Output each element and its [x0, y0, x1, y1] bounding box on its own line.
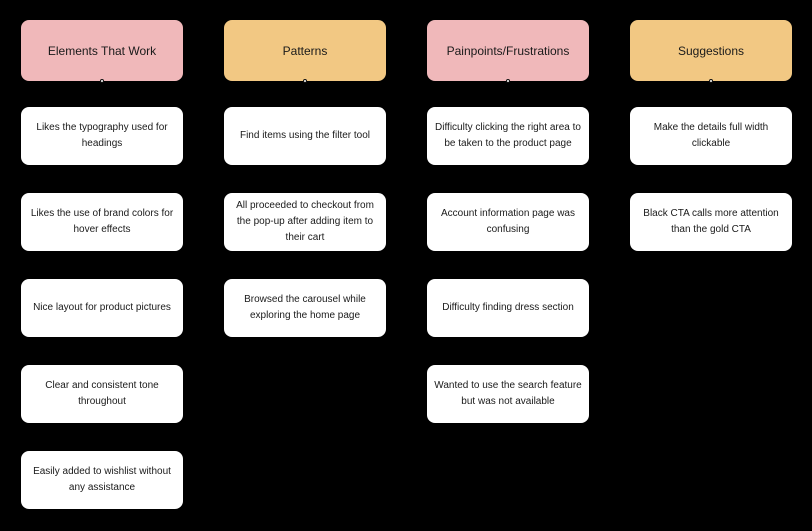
column-title: Painpoints/Frustrations	[446, 43, 570, 58]
card-text: Account information page was confusing	[441, 208, 575, 235]
sticky-card[interactable]: Account information page was confusing	[427, 193, 589, 251]
card-text: Nice layout for product pictures	[33, 302, 171, 313]
cards-list: Difficulty clicking the right area to be…	[427, 107, 589, 423]
card-text: Likes the use of brand colors for hover …	[30, 208, 174, 235]
card-text: Likes the typography used for headings	[36, 122, 168, 149]
column-header[interactable]: Elements That Work	[21, 20, 183, 83]
sticky-card[interactable]: Find items using the filter tool	[224, 107, 386, 165]
sticky-card[interactable]: Likes the typography used for headings	[21, 107, 183, 165]
sticky-card[interactable]: Black CTA calls more attention than the …	[630, 193, 792, 251]
connector-dot[interactable]	[100, 79, 104, 83]
card-text: Easily added to wishlist without any ass…	[33, 466, 171, 493]
column-title: Suggestions	[677, 43, 745, 58]
sticky-card[interactable]: Nice layout for product pictures	[21, 279, 183, 337]
sticky-card[interactable]: Browsed the carousel while exploring the…	[224, 279, 386, 337]
card-text: Black CTA calls more attention than the …	[643, 208, 779, 235]
sticky-card[interactable]: Difficulty clicking the right area to be…	[427, 107, 589, 165]
card-text: Difficulty finding dress section	[442, 302, 574, 313]
column-title: Elements That Work	[47, 43, 157, 58]
sticky-card[interactable]: Easily added to wishlist without any ass…	[21, 451, 183, 509]
card-text: Browsed the carousel while exploring the…	[244, 294, 366, 321]
card-text: Clear and consistent tone throughout	[45, 380, 159, 407]
card-text: Make the details full width clickable	[653, 122, 769, 149]
connector-dot[interactable]	[506, 79, 510, 83]
connector-dot[interactable]	[303, 79, 307, 83]
column-header[interactable]: Suggestions	[630, 20, 792, 83]
card-text: All proceeded to checkout from the pop-u…	[236, 200, 374, 243]
card-text: Wanted to use the search feature but was…	[434, 380, 582, 407]
connector-dot[interactable]	[709, 79, 713, 83]
sticky-card[interactable]: Wanted to use the search feature but was…	[427, 365, 589, 423]
card-text: Difficulty clicking the right area to be…	[435, 122, 581, 149]
sticky-card[interactable]: All proceeded to checkout from the pop-u…	[224, 193, 386, 251]
column-header[interactable]: Patterns	[224, 20, 386, 83]
sticky-card[interactable]: Difficulty finding dress section	[427, 279, 589, 337]
sticky-card[interactable]: Clear and consistent tone throughout	[21, 365, 183, 423]
sticky-card[interactable]: Likes the use of brand colors for hover …	[21, 193, 183, 251]
column-title: Patterns	[282, 43, 328, 58]
column-header[interactable]: Painpoints/Frustrations	[427, 20, 589, 83]
card-text: Find items using the filter tool	[239, 130, 371, 141]
sticky-card[interactable]: Make the details full width clickable	[630, 107, 792, 165]
